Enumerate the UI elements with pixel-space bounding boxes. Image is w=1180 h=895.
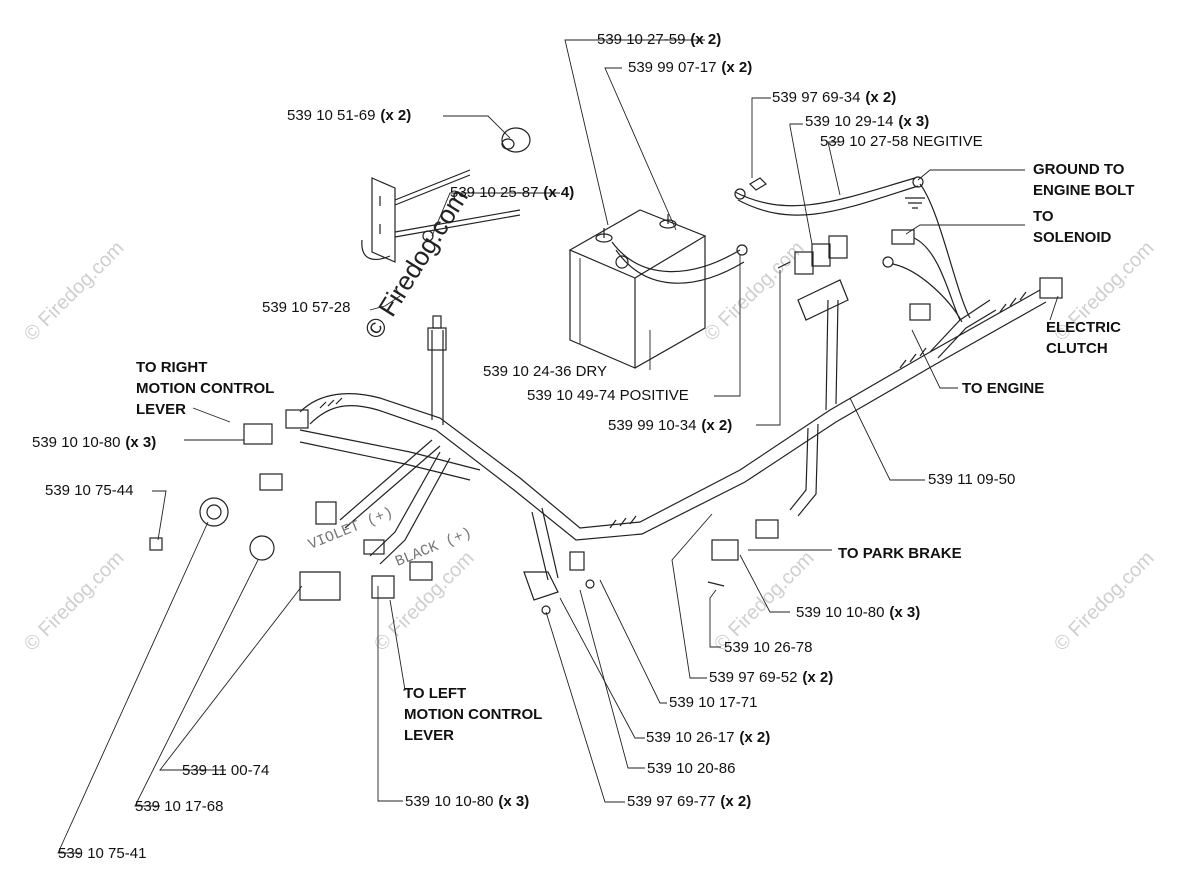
part-label: 539 10 26-17(x 2) bbox=[646, 729, 771, 746]
part-label: 539 99 07-17(x 2) bbox=[628, 59, 753, 76]
part-label: 539 10 75-44 bbox=[45, 482, 134, 499]
note-electric-clutch: ELECTRIC CLUTCH bbox=[1046, 319, 1121, 357]
harness-connectors bbox=[259, 277, 1063, 581]
negative-cable bbox=[734, 176, 925, 216]
note-engine: TO ENGINE bbox=[962, 380, 1045, 397]
part-label: 539 10 51-69(x 2) bbox=[287, 107, 412, 124]
part-label: 539 10 20-86 bbox=[647, 760, 736, 777]
main-harness bbox=[299, 289, 1047, 581]
part-label: 539 10 17-68 bbox=[135, 798, 224, 815]
part-label: 539 10 10-80(x 3) bbox=[796, 604, 921, 621]
part-label: 539 10 26-78 bbox=[724, 639, 813, 656]
part-label: 539 10 27-59(x 2) bbox=[597, 31, 722, 48]
part-label: 539 11 09-50 bbox=[928, 471, 1016, 488]
part-label: 539 97 69-52(x 2) bbox=[709, 669, 834, 686]
part-label: 539 10 75-41 bbox=[58, 845, 147, 862]
part-label: 539 10 49-74 POSITIVE bbox=[527, 387, 689, 404]
part-label: 539 99 10-34(x 2) bbox=[608, 417, 733, 434]
note-left-lever: TO LEFT MOTION CONTROL LEVER bbox=[404, 685, 543, 744]
part-label: 539 10 57-28 bbox=[262, 299, 351, 316]
note-ground: GROUND TO ENGINE BOLT bbox=[1033, 161, 1135, 199]
part-label: 539 10 10-80(x 3) bbox=[405, 793, 530, 810]
part-label: 539 10 24-36 DRY bbox=[483, 363, 607, 380]
left-components bbox=[149, 423, 739, 615]
note-park-brake: TO PARK BRAKE bbox=[838, 545, 962, 562]
relays bbox=[777, 235, 849, 321]
note-solenoid: TO SOLENOID bbox=[1033, 208, 1112, 246]
engine-connectors bbox=[882, 183, 971, 323]
note-right-lever: TO RIGHT MOTION CONTROL LEVER bbox=[136, 359, 275, 418]
part-label: 539 11 00-74 bbox=[182, 762, 270, 779]
switch-bracket bbox=[361, 127, 531, 263]
part-label: 539 10 29-14(x 3) bbox=[805, 113, 930, 130]
battery bbox=[568, 209, 748, 369]
part-label: 539 10 27-58 NEGITIVE bbox=[820, 133, 983, 150]
leader-lines bbox=[57, 39, 1059, 854]
part-label: 539 97 69-77(x 2) bbox=[627, 793, 752, 810]
part-label: 539 97 69-34(x 2) bbox=[772, 89, 897, 106]
part-label: 539 10 10-80(x 3) bbox=[32, 434, 157, 451]
part-label: 539 10 25-87(x 4) bbox=[450, 184, 575, 201]
part-label: 539 10 17-71 bbox=[669, 694, 758, 711]
